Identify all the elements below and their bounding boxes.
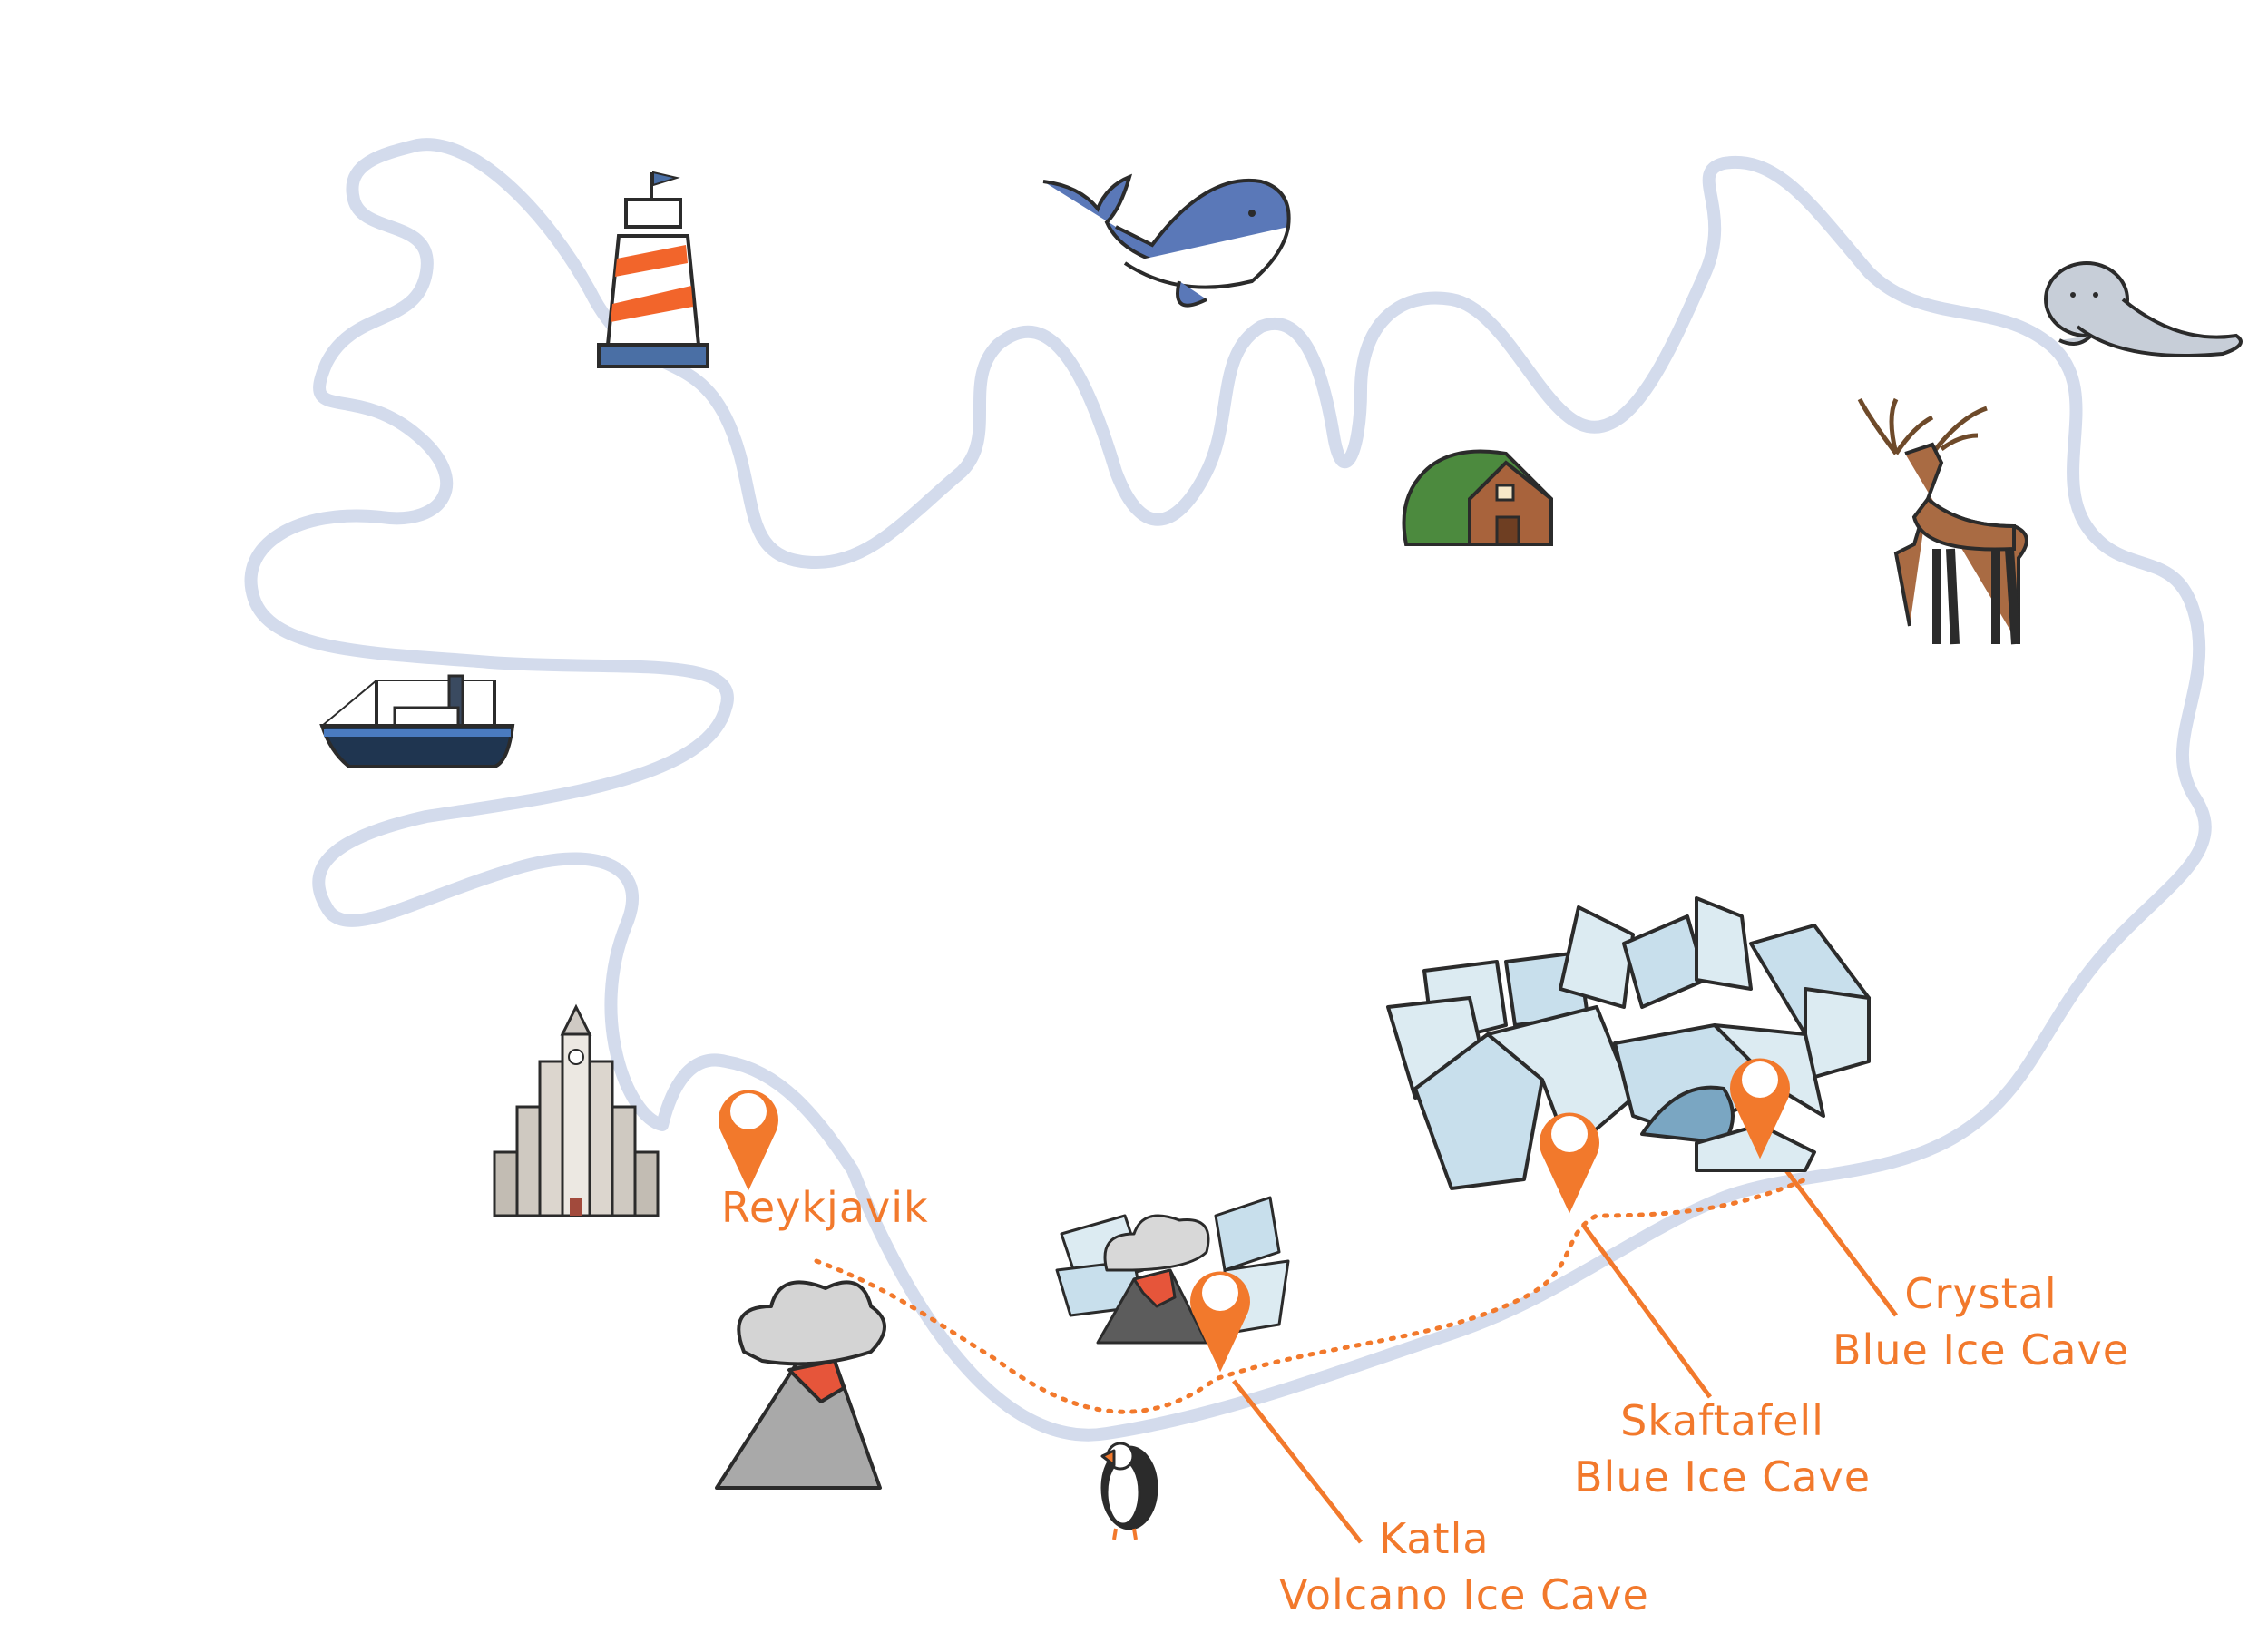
katla-label-line2: Volcano Ice Cave [1279,1570,1649,1619]
reykjavik-label[interactable]: Reykjavik [721,1179,929,1236]
skaftafell-label-line1: Skaftafell [1620,1396,1824,1445]
katla-leader-line [1232,1379,1363,1544]
katla-pin[interactable] [1190,1271,1250,1373]
skaftafell-leader-line [1580,1223,1713,1399]
skaftafell-label-line2: Blue Ice Cave [1574,1452,1872,1501]
boat-icon [319,674,515,768]
reykjavik-pin[interactable] [719,1090,778,1191]
small-glacier-volcano-icon [1055,1196,1290,1345]
katla-label[interactable]: Katla Volcano Ice Cave [1279,1511,1649,1623]
coastline [244,138,2212,1442]
skaftafell-pin[interactable] [1540,1112,1599,1214]
reindeer-icon [1857,397,2028,645]
seal-icon [2044,261,2243,357]
crystal-leader-line [1767,1146,1898,1317]
whale-icon [1042,173,1291,308]
church-icon [493,1003,660,1217]
puffin-icon [1100,1442,1158,1540]
turf-house-icon [1402,449,1553,546]
glacier-icon [1386,896,1871,1190]
lighthouse-icon [597,171,709,368]
crystal-label-line1: Crystal [1904,1269,2058,1318]
route-path [814,1177,1808,1414]
katla-label-line1: Katla [1379,1514,1490,1563]
crystal-pin[interactable] [1730,1058,1790,1159]
crystal-label-line2: Blue Ice Cave [1833,1325,2130,1374]
reykjavik-label-text: Reykjavik [721,1183,929,1232]
crystal-label[interactable]: Crystal Blue Ice Cave [1833,1266,2129,1378]
skaftafell-label[interactable]: Skaftafell Blue Ice Cave [1574,1393,1871,1505]
volcano-icon [715,1280,886,1490]
